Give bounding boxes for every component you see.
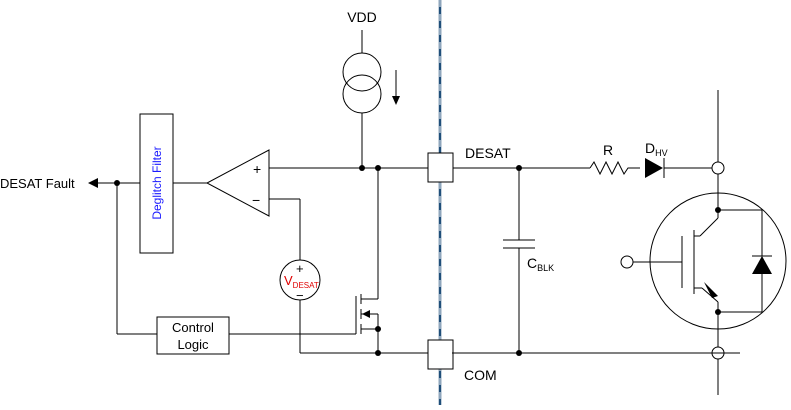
vdd-label: VDD — [347, 9, 377, 25]
vdesat-minus-label: − — [296, 288, 304, 303]
discharge-mosfet — [355, 168, 381, 353]
collector-terminal — [711, 161, 725, 175]
control-logic-line1: Control — [172, 320, 214, 335]
comparator-plus-label: + — [253, 161, 261, 177]
com-pin-box — [427, 339, 454, 370]
current-source — [342, 30, 400, 168]
deglitch-filter: Deglitch Filter — [139, 113, 174, 254]
hv-diode: DHV — [645, 140, 712, 178]
capacitor-label: CBLK — [527, 255, 554, 273]
control-logic: Control Logic — [156, 316, 356, 355]
control-logic-line2: Logic — [177, 337, 209, 352]
desat-pin-box — [427, 152, 454, 183]
emitter-arrow-icon — [704, 282, 718, 298]
resistor: R — [589, 142, 640, 176]
vdesat-source: + − VDESAT — [279, 259, 321, 353]
desat-fault-label: DESAT Fault — [0, 176, 75, 191]
com-pin-label: COM — [464, 367, 497, 383]
mosfet-arrow-icon — [362, 310, 370, 318]
gate-terminal — [620, 255, 634, 269]
desat-fault-output: DESAT Fault — [0, 176, 157, 335]
vdesat-label: VDESAT — [284, 273, 319, 290]
resistor-label: R — [603, 142, 613, 158]
igbt — [620, 90, 787, 395]
fault-arrow-icon — [88, 178, 98, 188]
deglitch-filter-label: Deglitch Filter — [150, 146, 164, 219]
current-arrow-icon — [392, 96, 400, 105]
blocking-capacitor: CBLK — [503, 168, 554, 353]
vdesat-plus-label: + — [296, 261, 304, 276]
com-line — [300, 350, 740, 356]
comparator-minus-label: − — [252, 192, 260, 208]
diode-label: DHV — [645, 140, 668, 158]
desat-pin-label: DESAT — [465, 145, 511, 161]
comparator: + − — [173, 149, 301, 260]
